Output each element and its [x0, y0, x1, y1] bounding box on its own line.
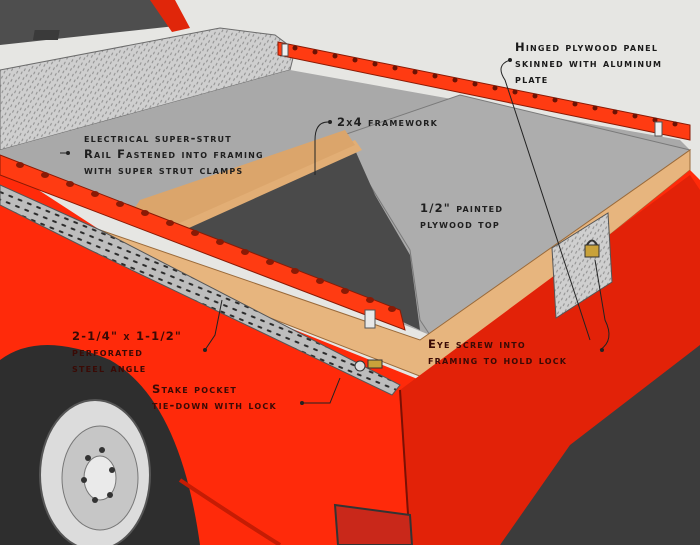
label-strut-rail: electrical super-strut Rail Fastened int…: [84, 131, 264, 177]
strut-rail-front-holes: [16, 162, 396, 312]
label-steel-angle: 2-1/4" x 1-1/2" perforated steel angle: [72, 329, 183, 375]
tail-light: [333, 503, 414, 545]
leader-dots: [66, 58, 604, 405]
strut-rail-front: [0, 154, 406, 331]
leader-lines: [60, 59, 610, 404]
framework-back: [130, 130, 355, 225]
strut-clamp: [364, 309, 376, 329]
label-eye-screw: Eye screw into framing to hold lock: [428, 337, 568, 367]
label-plywood-top: 1/2" painted plywood top: [420, 201, 504, 231]
padlock: [584, 244, 600, 258]
label-stake-pocket: Stake pocket tie-down with lock: [152, 382, 277, 412]
label-framework: 2x4 framework: [337, 115, 439, 129]
perforated-steel-angle: [0, 184, 401, 396]
lug-nuts: [81, 447, 115, 503]
strut-rail-back: [277, 41, 691, 141]
strut-rail-back-holes: [292, 45, 678, 127]
bed-interior: [175, 150, 420, 330]
label-hinged-panel: Hinged plywood panel skinned with alumin…: [515, 40, 663, 86]
lock-hasp-plate: [551, 212, 613, 319]
